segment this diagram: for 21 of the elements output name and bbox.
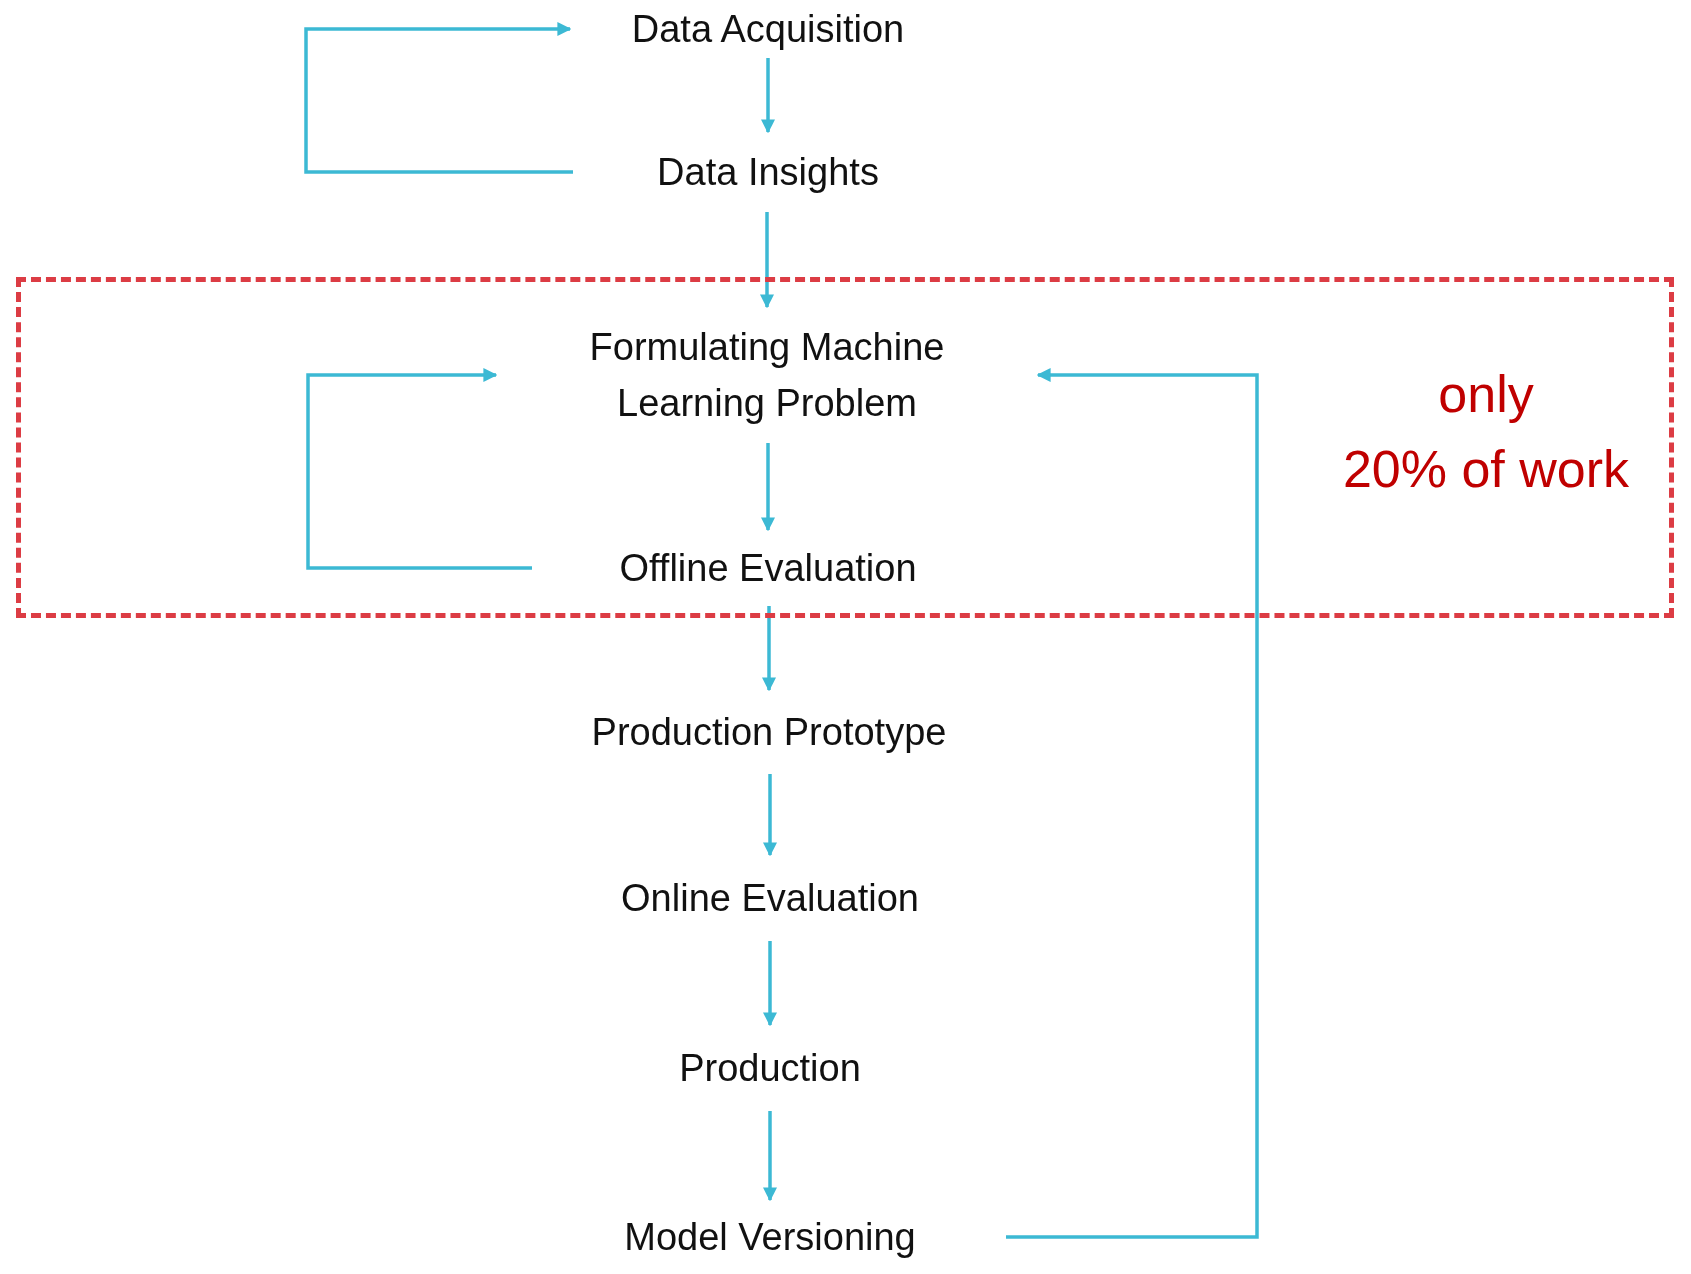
process-step: Model Versioning bbox=[534, 1200, 1006, 1274]
arrow bbox=[762, 606, 776, 692]
arrow bbox=[761, 58, 775, 134]
process-step: Production bbox=[640, 1025, 900, 1111]
arrow bbox=[306, 368, 532, 570]
process-step: Production Prototype bbox=[548, 690, 990, 774]
arrow bbox=[761, 443, 775, 532]
dashed-region bbox=[16, 277, 1674, 618]
annotation-text: 20% of work bbox=[1341, 439, 1631, 500]
arrow bbox=[763, 941, 777, 1027]
arrow bbox=[304, 22, 573, 174]
annotation-text: only bbox=[1437, 364, 1535, 425]
arrow bbox=[763, 774, 777, 857]
process-step: Data Acquisition bbox=[570, 0, 966, 58]
arrow bbox=[763, 1111, 777, 1202]
process-step: Formulating Machine Learning Problem bbox=[496, 307, 1038, 443]
arrow bbox=[1006, 368, 1259, 1239]
process-step: Offline Evaluation bbox=[532, 530, 1004, 606]
arrow bbox=[760, 212, 774, 309]
process-step: Data Insights bbox=[573, 132, 963, 212]
process-step: Online Evaluation bbox=[590, 855, 950, 941]
